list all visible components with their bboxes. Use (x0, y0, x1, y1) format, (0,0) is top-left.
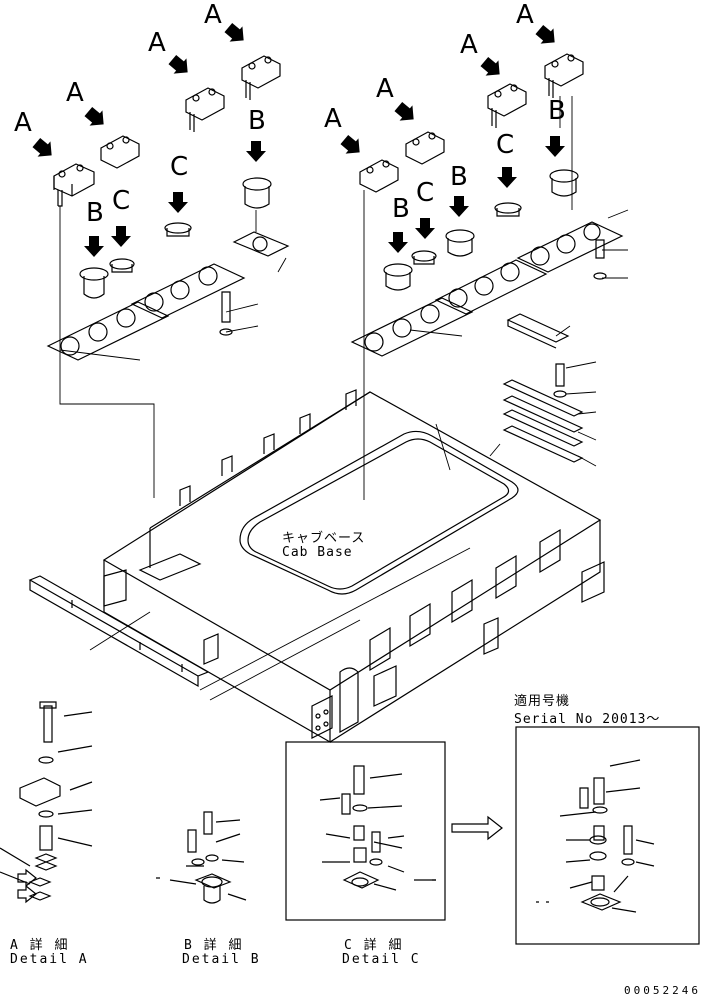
view-label-b: B (548, 96, 566, 126)
detail-c-serial-drawing (559, 759, 655, 913)
hollow-arrow-icon (451, 815, 503, 841)
serial-note-en: Serial No 20013～ (514, 712, 661, 727)
view-label-a: A (148, 28, 166, 58)
view-label-a: A (324, 104, 342, 134)
detail-a-caption-jp: A 詳 細 (10, 938, 70, 953)
view-label-a: A (204, 0, 222, 30)
leader-lines (59, 96, 629, 701)
view-label-b: B (248, 106, 266, 136)
detail-a-drawing (0, 701, 93, 904)
arrow-icon (545, 136, 565, 157)
view-label-b: B (392, 194, 410, 224)
detail-c-drawing (319, 765, 436, 891)
mount-brackets-left (53, 55, 281, 207)
arrow-icon (84, 236, 104, 257)
arrow-icon (246, 141, 266, 162)
plates-right (350, 221, 624, 357)
view-label-c: C (416, 178, 435, 208)
stopper-shims (502, 313, 584, 463)
mounts-right (383, 169, 579, 291)
detail-a-caption-en: Detail A (10, 952, 89, 967)
bolt-washer-right (593, 239, 607, 280)
cab-base-frame (28, 389, 605, 744)
detail-b-caption-jp: B 詳 細 (184, 938, 244, 953)
arrow-icon (111, 226, 131, 247)
arrow-icon (224, 22, 244, 42)
arrow-icon (168, 192, 188, 213)
arrow-icon (497, 167, 517, 188)
bolt-washer-left (219, 291, 233, 336)
cab-base-label-jp: キャブベース (282, 531, 366, 546)
arrow-icon (535, 24, 555, 44)
arrow-icon (32, 137, 52, 157)
view-label-c: C (496, 130, 515, 160)
mounts-left (79, 177, 272, 299)
detail-c-caption-jp: C 詳 細 (344, 938, 404, 953)
detail-c-caption-en: Detail C (342, 952, 421, 967)
mount-brackets-right (359, 53, 584, 193)
detail-c-serial-box (515, 726, 700, 945)
view-label-a: A (66, 78, 84, 108)
arrow-icon (168, 54, 188, 74)
serial-note-jp: 適用号機 (514, 694, 571, 709)
arrow-icons (32, 22, 565, 257)
detail-b-drawing (169, 811, 247, 904)
view-label-b: B (450, 162, 468, 192)
arrow-icon (388, 232, 408, 253)
arrow-icon (480, 56, 500, 76)
view-label-a: A (14, 108, 32, 138)
arrow-icon (449, 196, 469, 217)
arrow-icon (394, 101, 414, 121)
cab-base-label-en: Cab Base (282, 545, 353, 560)
view-label-c: C (112, 186, 131, 216)
plates-left (46, 231, 290, 361)
detail-b-caption-en: Detail B (182, 952, 261, 967)
view-label-a: A (516, 0, 534, 30)
detail-c-box (285, 741, 446, 921)
arrow-icon (415, 218, 435, 239)
view-label-a: A (460, 30, 478, 60)
arrow-icon (84, 106, 104, 126)
view-label-b: B (86, 198, 104, 228)
view-label-c: C (170, 152, 189, 182)
document-number: 00052246 (624, 984, 701, 996)
arrow-icon (340, 134, 360, 154)
view-label-a: A (376, 74, 394, 104)
